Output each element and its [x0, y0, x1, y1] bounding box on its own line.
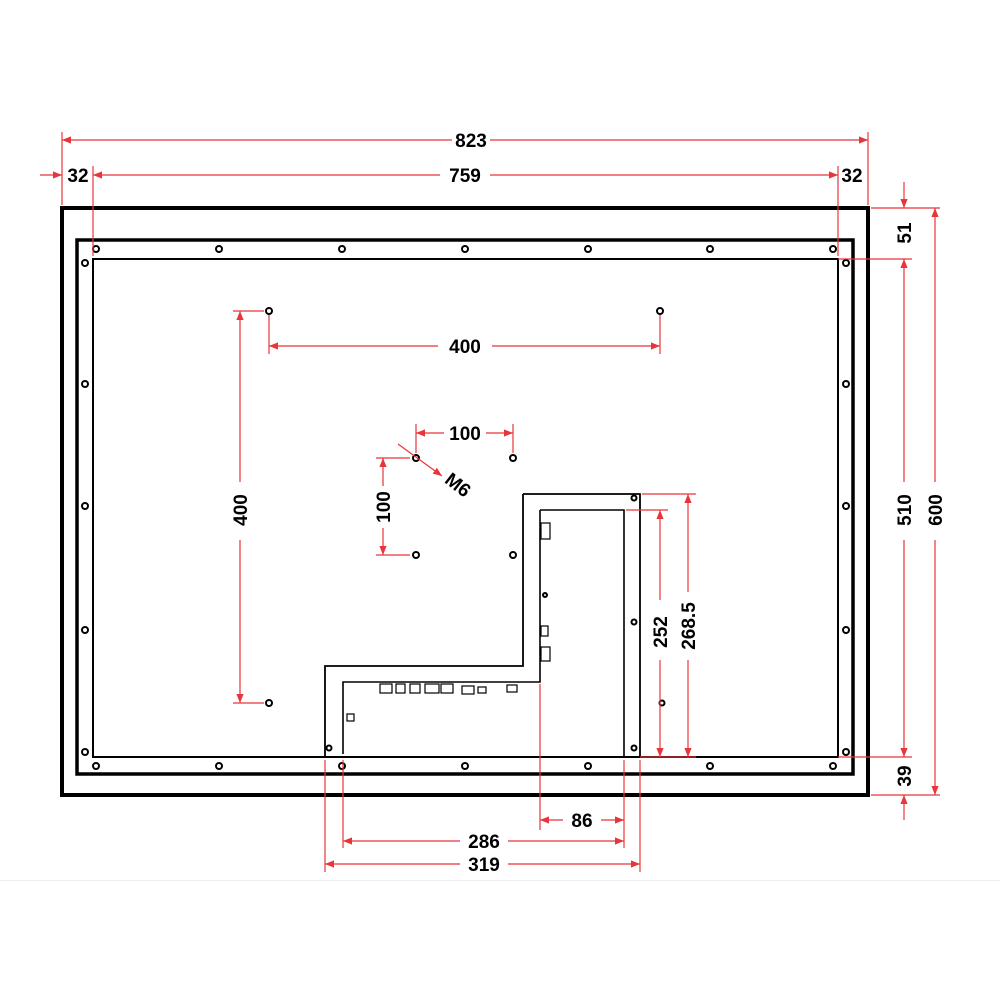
screw-holes [81, 245, 850, 770]
dim-frame-left: 32 [67, 166, 88, 187]
dim-panel-319: 319 [468, 855, 500, 876]
middle-frame [75, 238, 855, 776]
dimension-labels: 823 32 759 32 51 510 600 39 400 400 100 … [67, 131, 947, 876]
dim-frame-right: 32 [841, 166, 862, 187]
dim-panel-252: 252 [651, 616, 672, 648]
dim-panel-268-5: 268.5 [679, 602, 700, 650]
dim-vesa-width: 400 [449, 337, 481, 358]
outline-group [60, 206, 870, 797]
dim-panel-86: 86 [571, 811, 592, 832]
dim-top-border: 51 [895, 222, 916, 244]
dim-inner-width: 759 [449, 166, 481, 187]
bottom-divider [0, 880, 1000, 881]
outer-frame [60, 206, 870, 797]
dimension-lines [40, 132, 940, 872]
dim-overall-height: 600 [926, 494, 947, 526]
inner-frame [92, 258, 839, 758]
dim-vesa-height: 400 [231, 494, 252, 526]
dim-small-height: 100 [374, 491, 395, 523]
electronics-panel-outer [324, 493, 641, 757]
dim-inner-height: 510 [895, 494, 916, 526]
screw-thread-label: M6 [441, 469, 475, 502]
dim-bottom-border: 39 [895, 765, 916, 786]
board-components [346, 522, 551, 722]
dim-panel-286: 286 [468, 832, 500, 853]
electronics-panel-inner [342, 509, 625, 757]
dim-overall-width: 823 [455, 131, 487, 152]
dim-small-width: 100 [449, 424, 481, 445]
